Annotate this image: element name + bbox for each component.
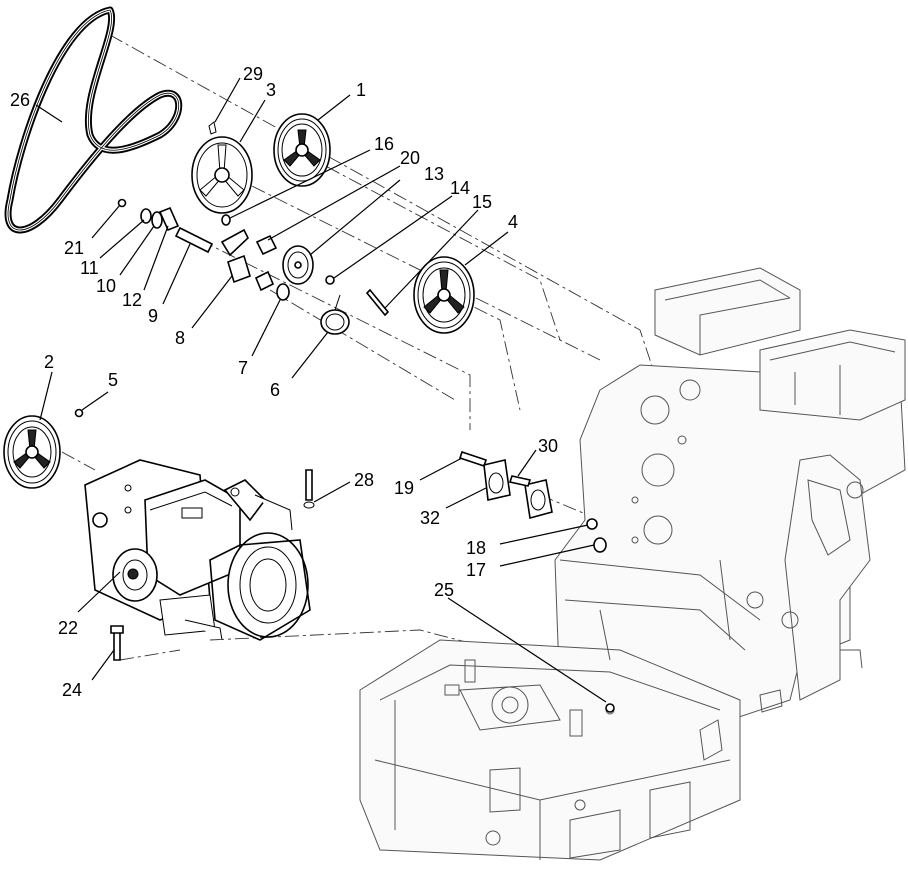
callout-28: 28 [354,470,374,490]
callout-18: 18 [466,538,486,558]
callout-8: 8 [175,328,185,348]
callout-15: 15 [472,192,492,212]
callout-labels: 1 2 3 4 5 6 7 8 9 10 11 12 13 14 15 16 1… [10,64,558,700]
callout-3: 3 [266,80,276,100]
callout-7: 7 [238,358,248,378]
callout-17: 17 [466,560,486,580]
callout-2: 2 [44,352,54,372]
callout-16: 16 [374,134,394,154]
drive-belt [4,6,183,234]
callout-5: 5 [108,370,118,390]
callout-22: 22 [58,618,78,638]
callout-12: 12 [122,290,142,310]
callout-26: 26 [10,90,30,110]
callout-10: 10 [96,276,116,296]
callout-1: 1 [356,80,366,100]
callout-24: 24 [62,680,82,700]
leader-lines [35,77,607,703]
callout-32: 32 [420,508,440,528]
idler-pulley-13 [282,245,314,285]
pulley-2 [3,415,61,489]
callout-13: 13 [424,164,444,184]
engine [84,459,311,641]
callout-14: 14 [450,178,470,198]
pulley-3 [191,136,253,214]
callout-29: 29 [243,64,263,84]
callout-20: 20 [400,148,420,168]
machine-frame [359,267,906,861]
pulley-4 [413,256,475,334]
callout-21: 21 [64,238,84,258]
callout-25: 25 [434,580,454,600]
callout-9: 9 [148,306,158,326]
callout-11: 11 [80,258,99,278]
pulley-1 [273,113,331,187]
callout-30: 30 [538,436,558,456]
small-hardware [74,121,615,713]
callout-6: 6 [270,380,280,400]
callout-4: 4 [508,212,518,232]
callout-19: 19 [394,478,414,498]
